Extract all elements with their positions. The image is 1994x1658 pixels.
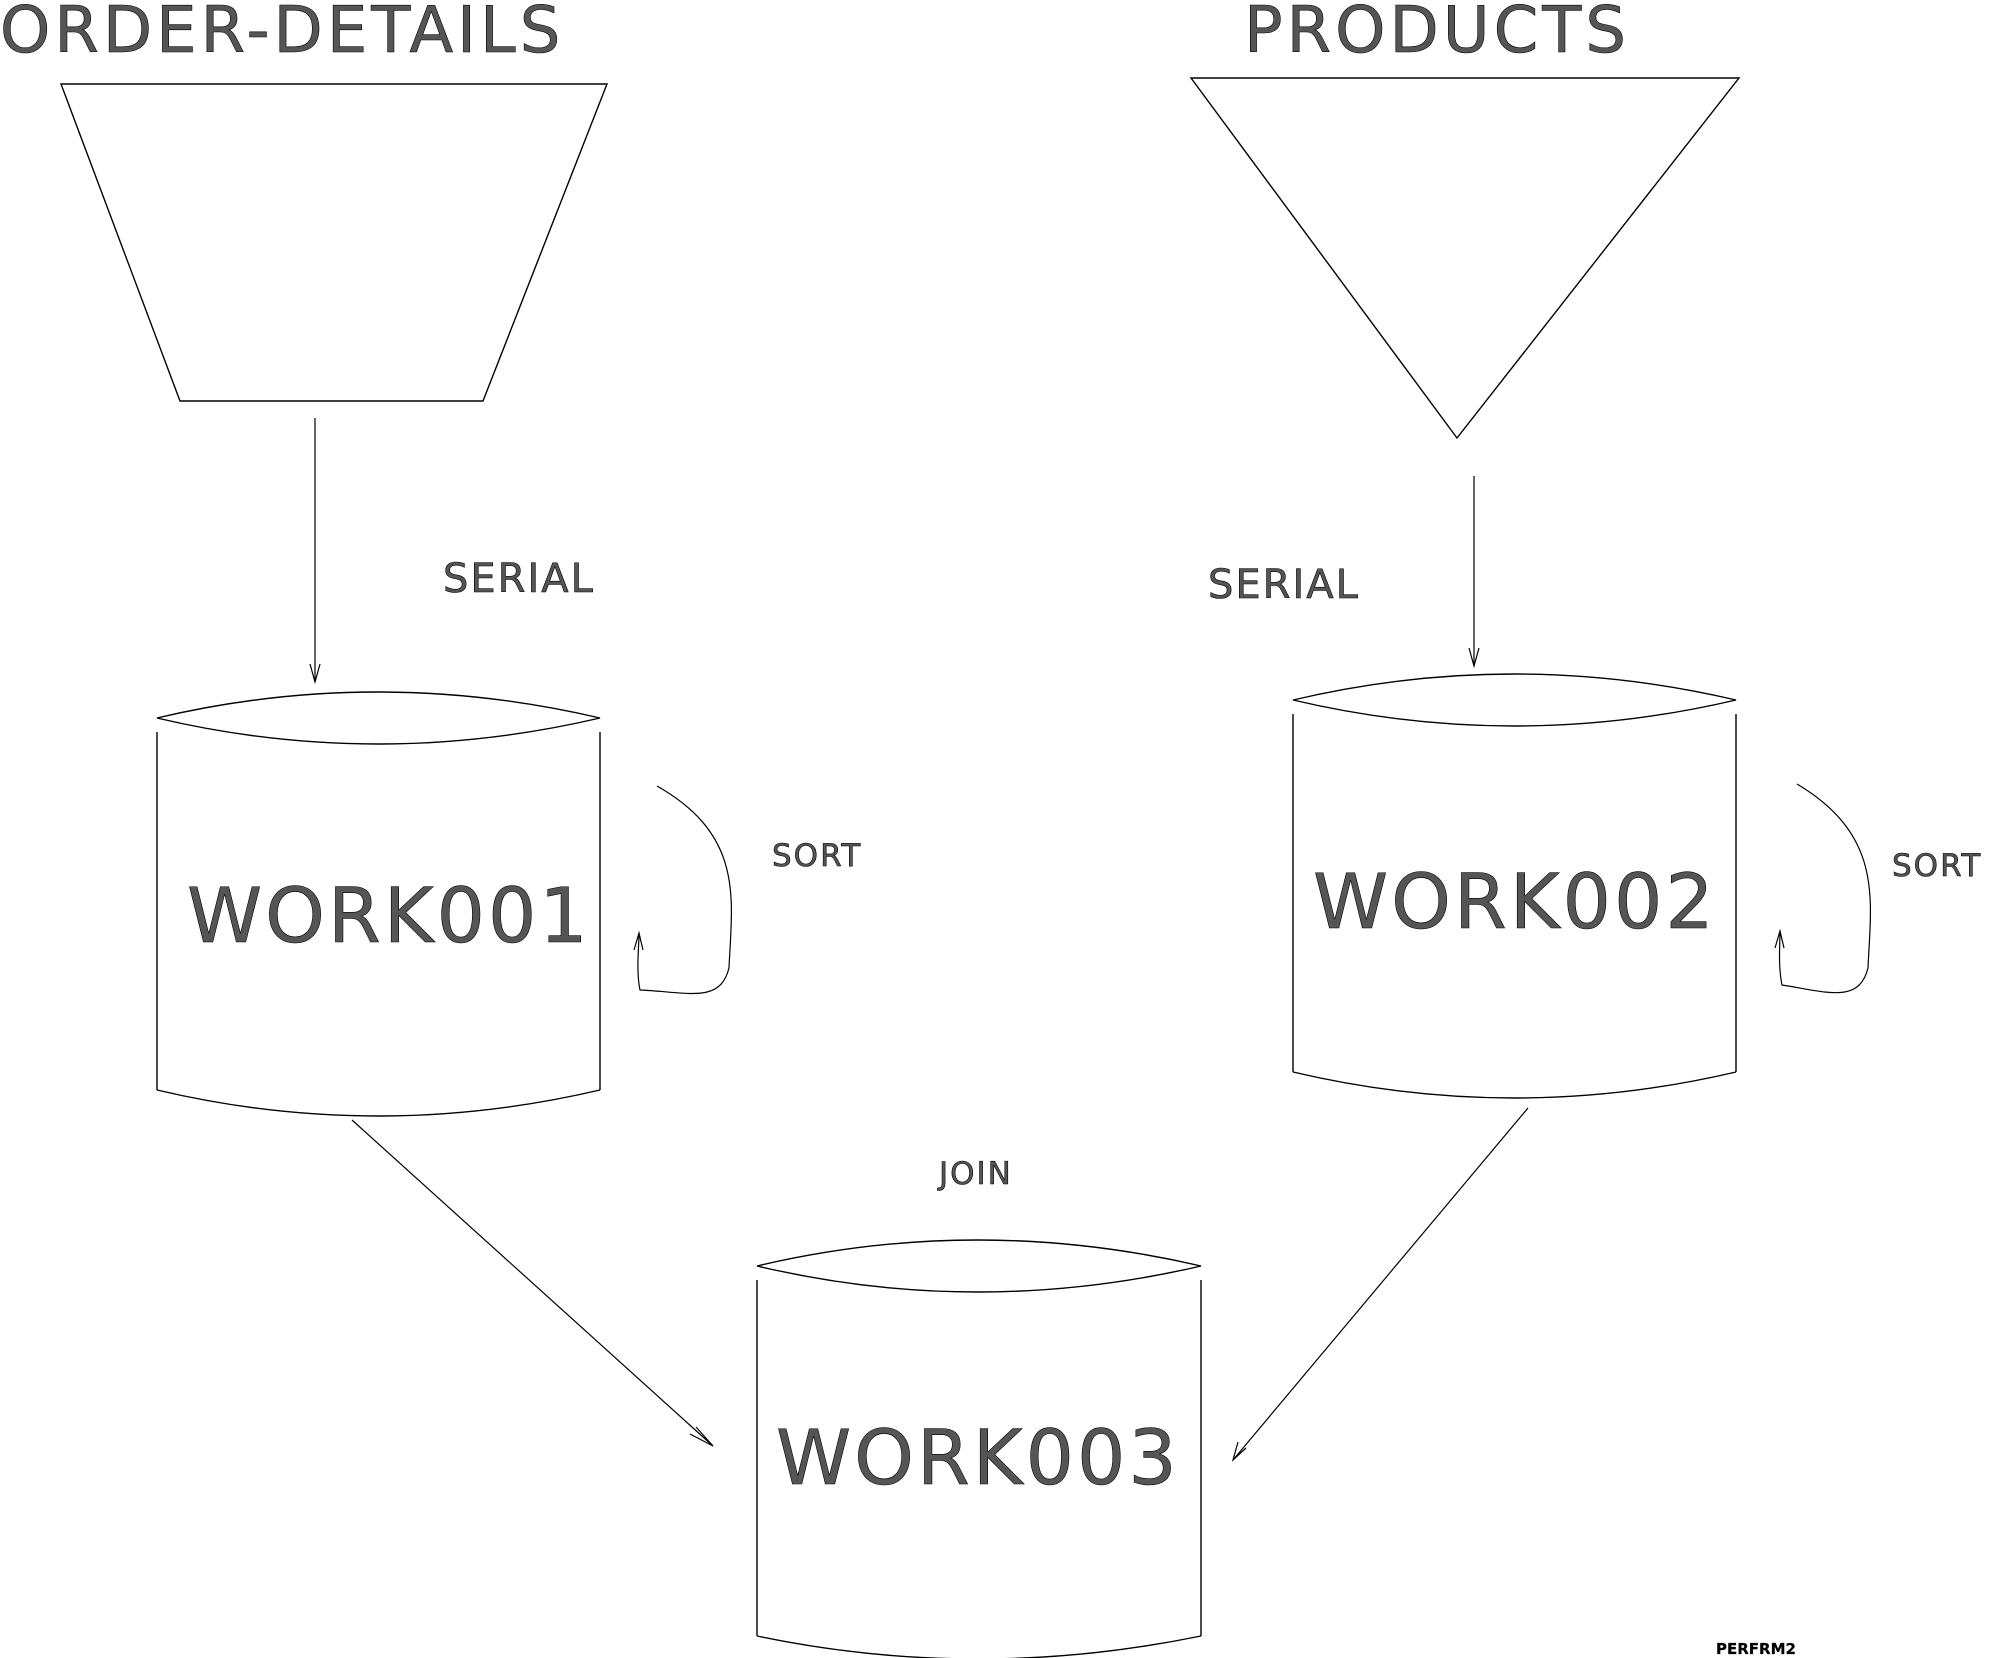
join-flows: JOIN (351, 1107, 1529, 1462)
arrowhead (1468, 647, 1480, 669)
serial-label-left: SERIAL (443, 556, 595, 602)
products-source: PRODUCTS (1189, 0, 1741, 440)
inverted-triangle-shape (1189, 77, 1741, 440)
work001-file: WORK001 (156, 691, 601, 1117)
cylinder-top (156, 691, 601, 745)
work001-label: WORK001 (187, 871, 591, 960)
flow-arrow-from-work001 (351, 1119, 714, 1447)
serial-label-right: SERIAL (1208, 562, 1360, 608)
sort-label-right: SORT (1892, 848, 1982, 884)
arrowhead (1774, 928, 1785, 949)
cylinder-bottom (1292, 1071, 1737, 1099)
cylinder-top (1292, 673, 1737, 727)
footer-code: PERFRM2 (1716, 1640, 1796, 1658)
arrowhead (633, 930, 644, 951)
work002-label: WORK002 (1313, 857, 1717, 946)
sort-label-left: SORT (772, 838, 862, 874)
arrowhead (1231, 1441, 1247, 1462)
products-label: PRODUCTS (1244, 0, 1630, 68)
serial-flow-right: SERIAL (1208, 476, 1480, 669)
join-label: JOIN (937, 1156, 1013, 1192)
order-details-label: ORDER-DETAILS (0, 0, 564, 68)
flow-arrow-from-work002 (1232, 1107, 1529, 1461)
order-details-source: ORDER-DETAILS (0, 0, 609, 402)
work003-file: WORK003 (756, 1239, 1202, 1658)
arrowhead (309, 663, 321, 685)
trapezoid-shape (59, 83, 609, 402)
arrowhead (689, 1426, 714, 1447)
loop-arrow (1778, 783, 1872, 994)
work003-label: WORK003 (776, 1413, 1180, 1502)
cylinder-bottom (156, 1089, 601, 1117)
loop-arrow (637, 785, 732, 995)
cylinder-bottom (756, 1635, 1202, 1658)
work002-file: WORK002 (1292, 673, 1737, 1099)
sort-loop-left: SORT (633, 785, 862, 995)
sort-loop-right: SORT (1774, 783, 1982, 994)
cylinder-top (756, 1239, 1202, 1293)
serial-flow-left: SERIAL (309, 418, 595, 685)
